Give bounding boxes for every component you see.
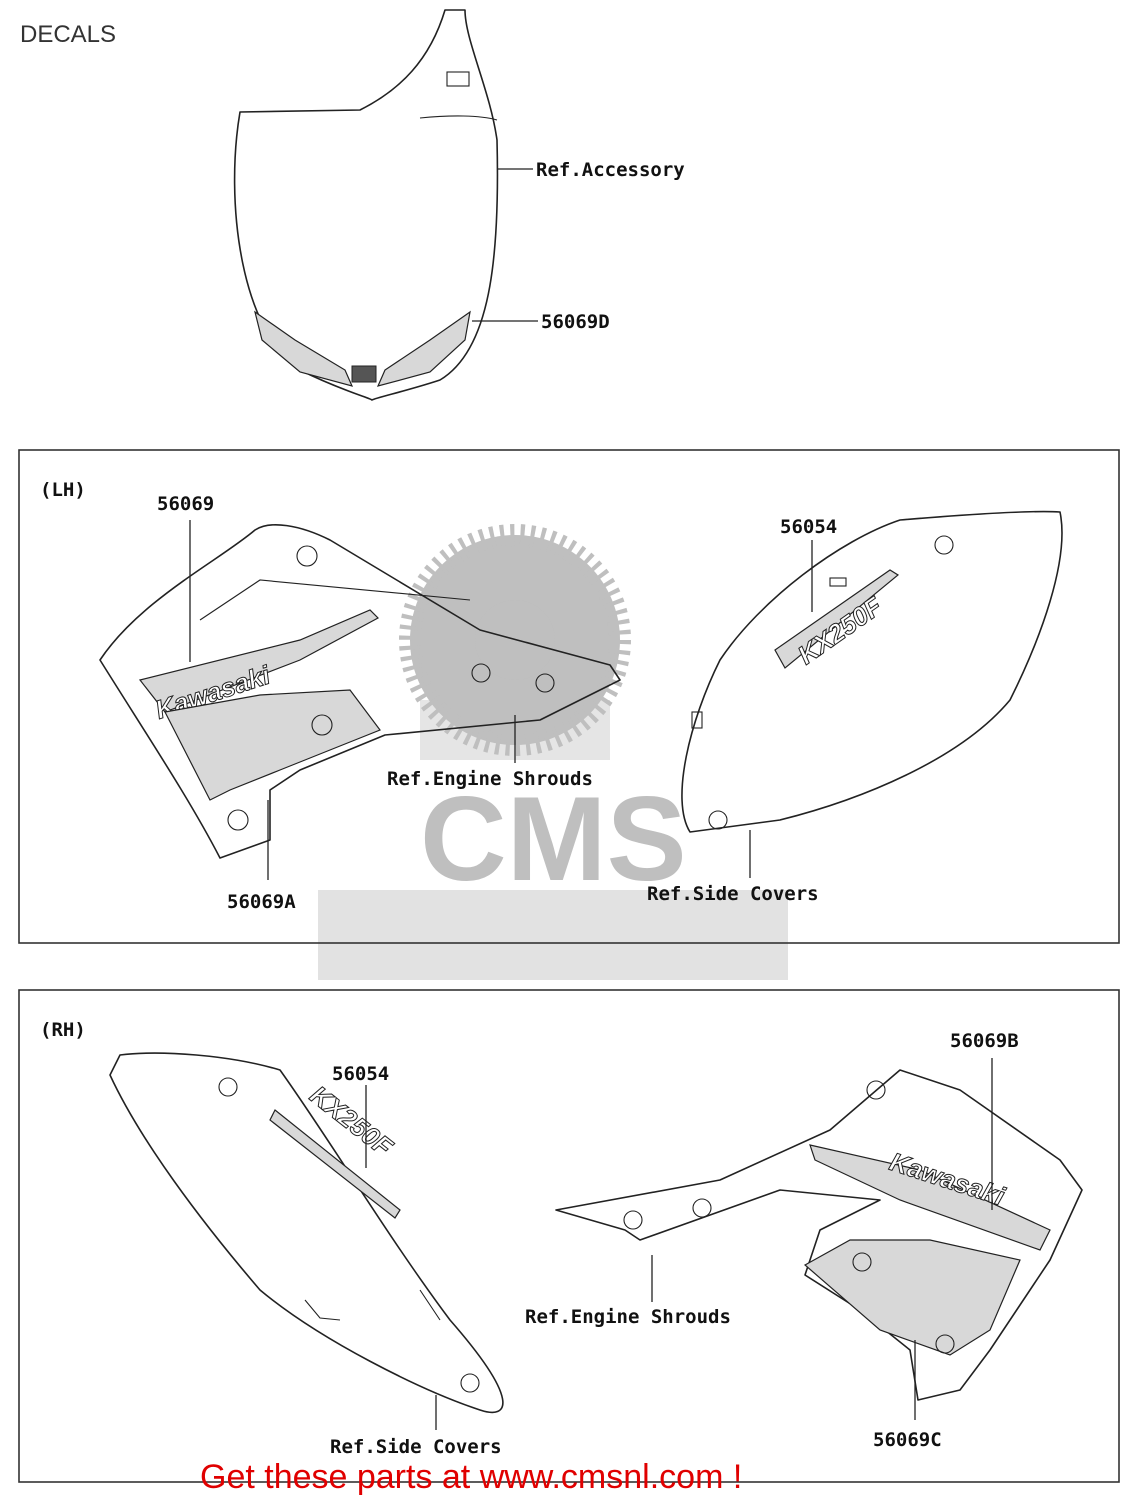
lh-callout-56069A: 56069A xyxy=(227,891,296,913)
lh-radiator-shroud: Kawasaki xyxy=(99,524,621,859)
rh-callout-56069B: 56069B xyxy=(950,1030,1019,1052)
rh-callout-ref-engine-shrouds: Ref.Engine Shrouds xyxy=(525,1306,731,1328)
lh-side-cover: KX250F xyxy=(681,510,1063,833)
number-plate xyxy=(233,9,499,401)
rh-callout-ref-side-covers: Ref.Side Covers xyxy=(330,1436,502,1458)
page-title: DECALS xyxy=(20,21,116,48)
rh-radiator-shroud: Kawasaki xyxy=(555,1069,1083,1401)
lh-callout-56069: 56069 xyxy=(157,493,214,515)
rh-side-label: (RH) xyxy=(40,1019,86,1041)
callout-ref-accessory: Ref.Accessory xyxy=(536,159,685,181)
lh-side-label: (LH) xyxy=(40,479,86,501)
lh-callout-56054: 56054 xyxy=(780,516,837,538)
lh-callout-ref-side-covers: Ref.Side Covers xyxy=(647,883,819,905)
rh-callout-56054: 56054 xyxy=(332,1063,389,1085)
lh-panel-frame xyxy=(18,449,1120,944)
rh-side-cover: KX250F xyxy=(109,1052,504,1414)
rh-panel-frame xyxy=(18,989,1120,1483)
watermark-text: CMS xyxy=(420,772,687,906)
callout-56069D: 56069D xyxy=(541,311,610,333)
cms-watermark: CMS xyxy=(318,524,788,980)
lh-callout-ref-engine-shrouds: Ref.Engine Shrouds xyxy=(387,768,593,790)
rh-callout-56069C: 56069C xyxy=(873,1429,942,1451)
promo-link[interactable]: Get these parts at www.cmsnl.com ! xyxy=(200,1458,742,1496)
